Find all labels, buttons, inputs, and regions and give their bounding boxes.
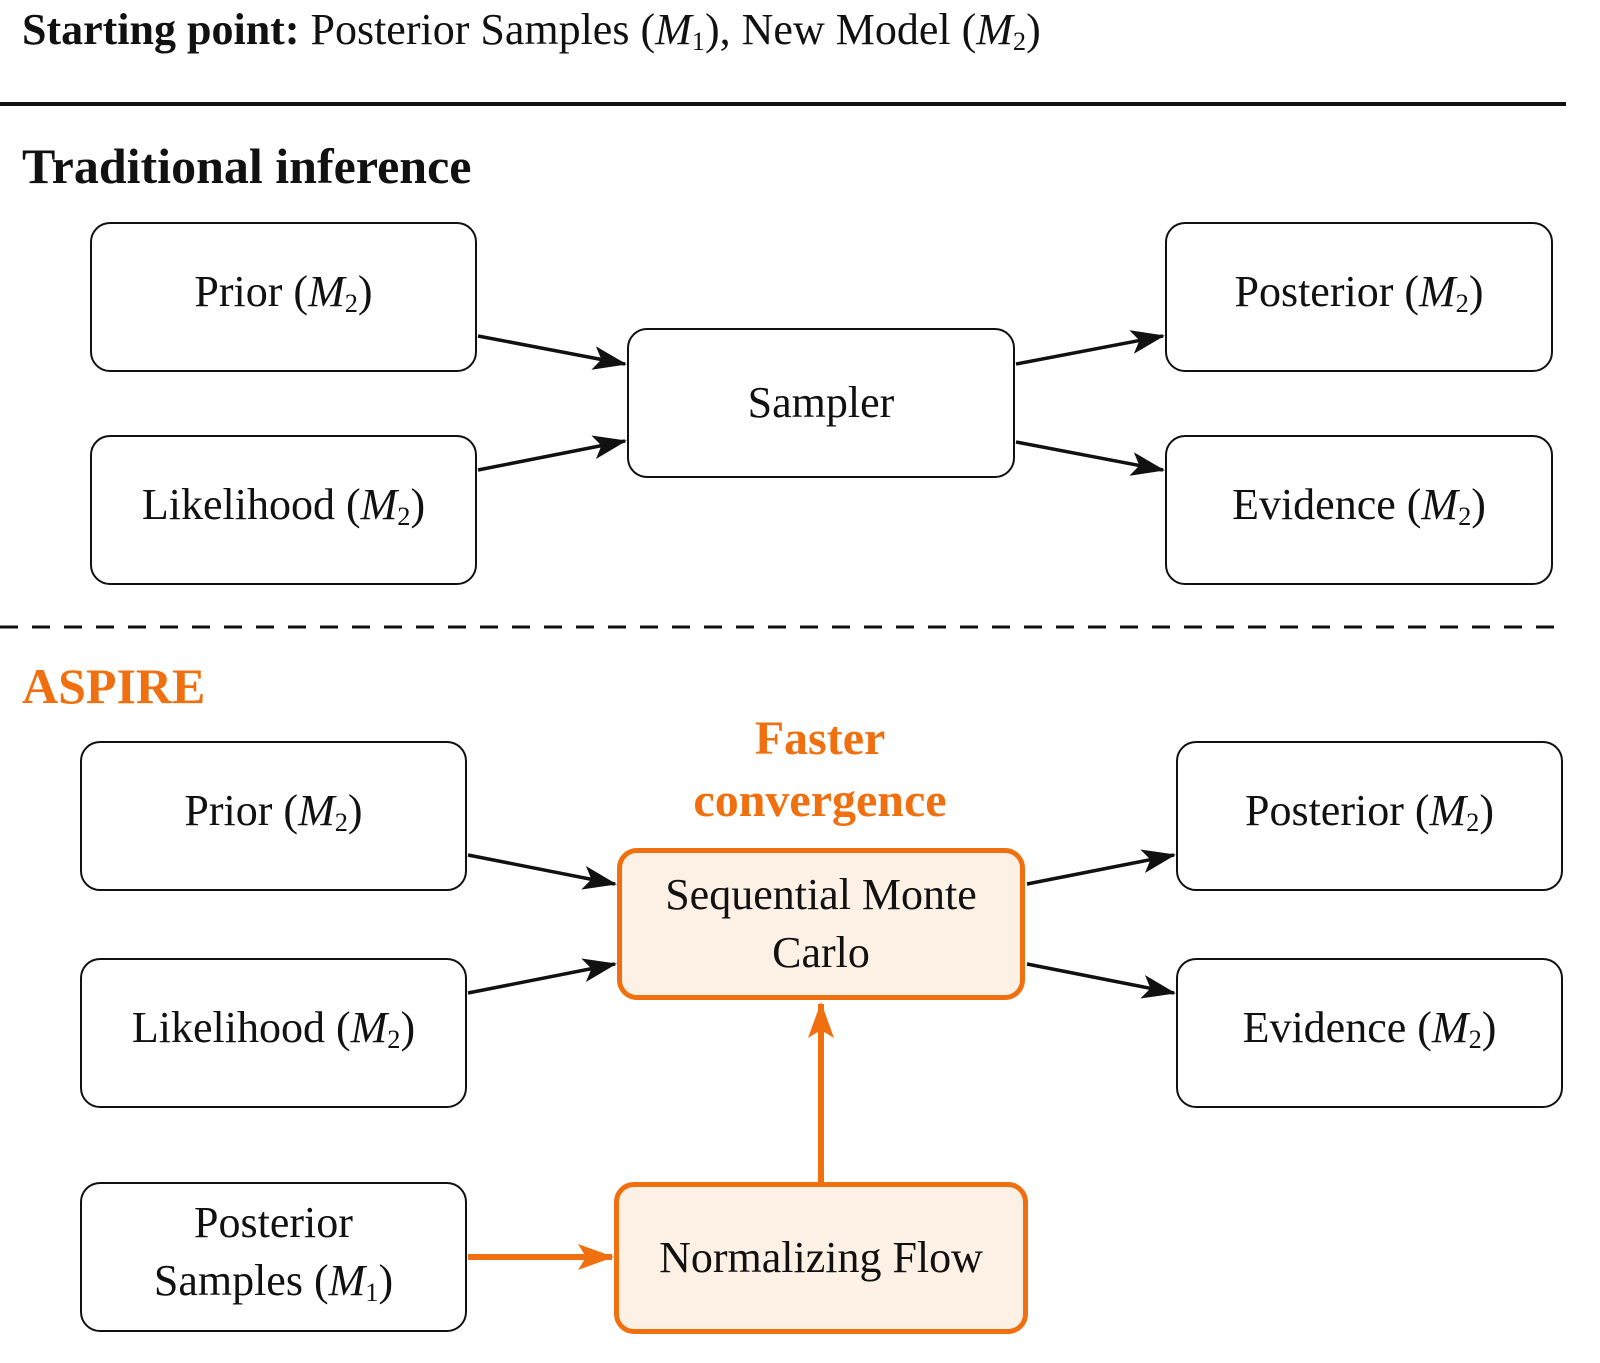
aspire-likelihood-box: Likelihood (M2) <box>80 958 467 1108</box>
box-label-line: Carlo <box>772 928 870 977</box>
trad-likelihood-box: Likelihood (M2) <box>90 435 477 585</box>
arrow-likelihood-to-smc <box>467 958 617 995</box>
arrow-sampler-to-posterior <box>1015 330 1165 366</box>
model-symbol: M <box>1431 1002 1469 1052</box>
model-symbol: M <box>976 5 1013 54</box>
traditional-inference-title: Traditional inference <box>22 138 472 194</box>
normalizing-flow-box: Normalizing Flow <box>614 1182 1028 1334</box>
model-subscript: 1 <box>691 26 705 56</box>
model-symbol: M <box>655 5 692 54</box>
trad-sampler-box: Sampler <box>627 328 1015 478</box>
box-label: Evidence <box>1232 479 1396 529</box>
trad-prior-box: Prior (M2) <box>90 222 477 372</box>
model-subscript: 2 <box>1458 500 1472 531</box>
box-label-line: Posterior <box>194 1197 353 1247</box>
arrow-smc-to-posterior <box>1026 849 1176 886</box>
model-symbol: M <box>1421 479 1459 529</box>
arrow-likelihood-to-sampler <box>477 435 627 472</box>
arrow-prior-to-sampler <box>477 334 627 370</box>
model-symbol: M <box>298 785 335 835</box>
box-label: Prior <box>184 785 273 835</box>
model-subscript: 2 <box>397 500 411 531</box>
model-subscript: 2 <box>334 806 348 837</box>
box-label: Normalizing Flow <box>659 1233 983 1282</box>
box-label: Likelihood <box>131 1002 325 1052</box>
model-subscript: 2 <box>1468 1023 1482 1054</box>
box-label: Prior <box>194 266 283 316</box>
model-symbol: M <box>308 266 345 316</box>
model-subscript: 2 <box>1012 26 1027 56</box>
model-symbol: M <box>1419 266 1456 316</box>
model-subscript: 2 <box>387 1023 401 1054</box>
box-label: Posterior <box>1234 266 1394 316</box>
model-subscript: 2 <box>1466 806 1480 837</box>
smc-box: Sequential Monte Carlo <box>617 848 1025 1000</box>
box-label-line: Samples <box>153 1255 303 1305</box>
previous-posterior-samples-box: Posterior Samples (M1) <box>80 1182 467 1332</box>
box-label: Likelihood <box>141 479 335 529</box>
arrow-sampler-to-evidence <box>1015 440 1165 476</box>
model-subscript: 2 <box>344 287 358 318</box>
aspire-posterior-box: Posterior (M2) <box>1176 741 1563 891</box>
arrow-prior-to-smc <box>467 853 617 890</box>
model-subscript: 2 <box>1455 287 1469 318</box>
annotation-line: convergence <box>693 774 947 827</box>
box-label: Posterior <box>1244 785 1404 835</box>
box-label: Sequential Monte Carlo <box>665 866 977 982</box>
annotation-line: Faster <box>754 712 886 765</box>
aspire-evidence-box: Evidence (M2) <box>1176 958 1563 1108</box>
model-symbol: M <box>1429 785 1467 835</box>
box-label: Evidence <box>1242 1002 1407 1052</box>
arrow-smc-to-evidence <box>1026 962 1176 999</box>
starting-point-label: Starting point: <box>22 5 300 54</box>
model-symbol: M <box>360 479 398 529</box>
trad-posterior-box: Posterior (M2) <box>1165 222 1553 372</box>
starting-point-line: Starting point: Posterior Samples (M1), … <box>22 2 1041 69</box>
box-label: Sampler <box>747 378 895 427</box>
faster-convergence-annotation: Faster convergence <box>620 708 1020 832</box>
aspire-prior-box: Prior (M2) <box>80 741 467 891</box>
box-label: Posterior Samples (M1) <box>154 1194 393 1321</box>
starting-point-text: Posterior Samples ( <box>310 5 656 54</box>
starting-point-text: ) <box>1026 5 1041 54</box>
model-symbol: M <box>328 1255 366 1305</box>
starting-point-text: ), New Model ( <box>704 5 977 54</box>
box-label-line: Sequential Monte <box>665 870 977 919</box>
model-subscript: 1 <box>365 1276 379 1307</box>
aspire-title: ASPIRE <box>22 658 206 714</box>
trad-evidence-box: Evidence (M2) <box>1165 435 1553 585</box>
model-symbol: M <box>350 1002 388 1052</box>
